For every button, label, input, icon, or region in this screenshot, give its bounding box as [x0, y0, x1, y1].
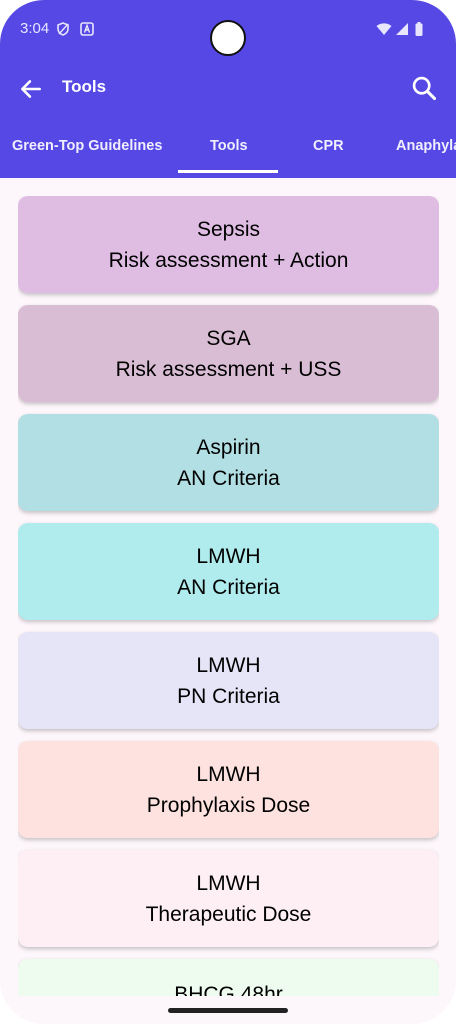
card-title: SGA — [206, 326, 251, 350]
tool-card-lmwh-prophylaxis[interactable]: LMWH Prophylaxis Dose — [18, 741, 439, 838]
card-subtitle: Risk assessment + Action — [108, 248, 349, 272]
card-subtitle: AN Criteria — [177, 466, 280, 490]
gesture-nav-handle[interactable] — [168, 1008, 288, 1013]
tool-card-lmwh-pn[interactable]: LMWH PN Criteria — [18, 632, 439, 729]
notification-a-icon — [80, 22, 94, 36]
tab-green-top-guidelines[interactable]: Green-Top Guidelines — [12, 138, 163, 154]
card-title: LMWH — [196, 544, 261, 568]
card-title: LMWH — [196, 762, 261, 786]
card-subtitle: Risk assessment + USS — [115, 357, 342, 381]
tab-tools[interactable]: Tools — [210, 138, 248, 154]
tab-anaphylaxis[interactable]: Anaphylaxis — [396, 138, 456, 154]
status-bar: 3:04 — [0, 0, 456, 60]
wifi-icon — [376, 23, 392, 35]
tool-card-bhcg[interactable]: BHCG 48hr — [18, 959, 439, 996]
shield-icon — [57, 22, 69, 36]
tool-card-aspirin-an[interactable]: Aspirin AN Criteria — [18, 414, 439, 511]
active-tab-indicator — [178, 170, 278, 173]
back-arrow-icon[interactable] — [18, 76, 44, 102]
card-subtitle: Prophylaxis Dose — [146, 793, 311, 817]
card-title: BHCG 48hr — [174, 983, 283, 996]
app-header: 3:04 Tools Green-Top Guidelines Tools CP… — [0, 0, 456, 178]
card-subtitle: Therapeutic Dose — [145, 902, 312, 926]
battery-icon — [415, 22, 423, 36]
tab-cpr[interactable]: CPR — [313, 138, 344, 154]
camera-cutout — [210, 20, 246, 56]
tool-card-lmwh-an[interactable]: LMWH AN Criteria — [18, 523, 439, 620]
page-title: Tools — [62, 77, 107, 96]
status-time: 3:04 — [20, 20, 50, 37]
app-bar: Tools — [0, 64, 456, 112]
card-title: LMWH — [196, 871, 261, 895]
card-title: LMWH — [196, 653, 261, 677]
card-title: Sepsis — [196, 217, 261, 241]
tool-card-sga[interactable]: SGA Risk assessment + USS — [18, 305, 439, 402]
cellular-signal-icon — [396, 23, 408, 35]
card-title: Aspirin — [196, 435, 261, 459]
tool-card-sepsis[interactable]: Sepsis Risk assessment + Action — [18, 196, 439, 293]
card-subtitle: AN Criteria — [177, 575, 280, 599]
card-subtitle: PN Criteria — [177, 684, 280, 708]
tools-list: Sepsis Risk assessment + Action SGA Risk… — [18, 196, 439, 996]
tab-bar: Green-Top Guidelines Tools CPR Anaphylax… — [0, 124, 456, 178]
tool-card-lmwh-therapeutic[interactable]: LMWH Therapeutic Dose — [18, 850, 439, 947]
search-icon[interactable] — [410, 74, 438, 102]
